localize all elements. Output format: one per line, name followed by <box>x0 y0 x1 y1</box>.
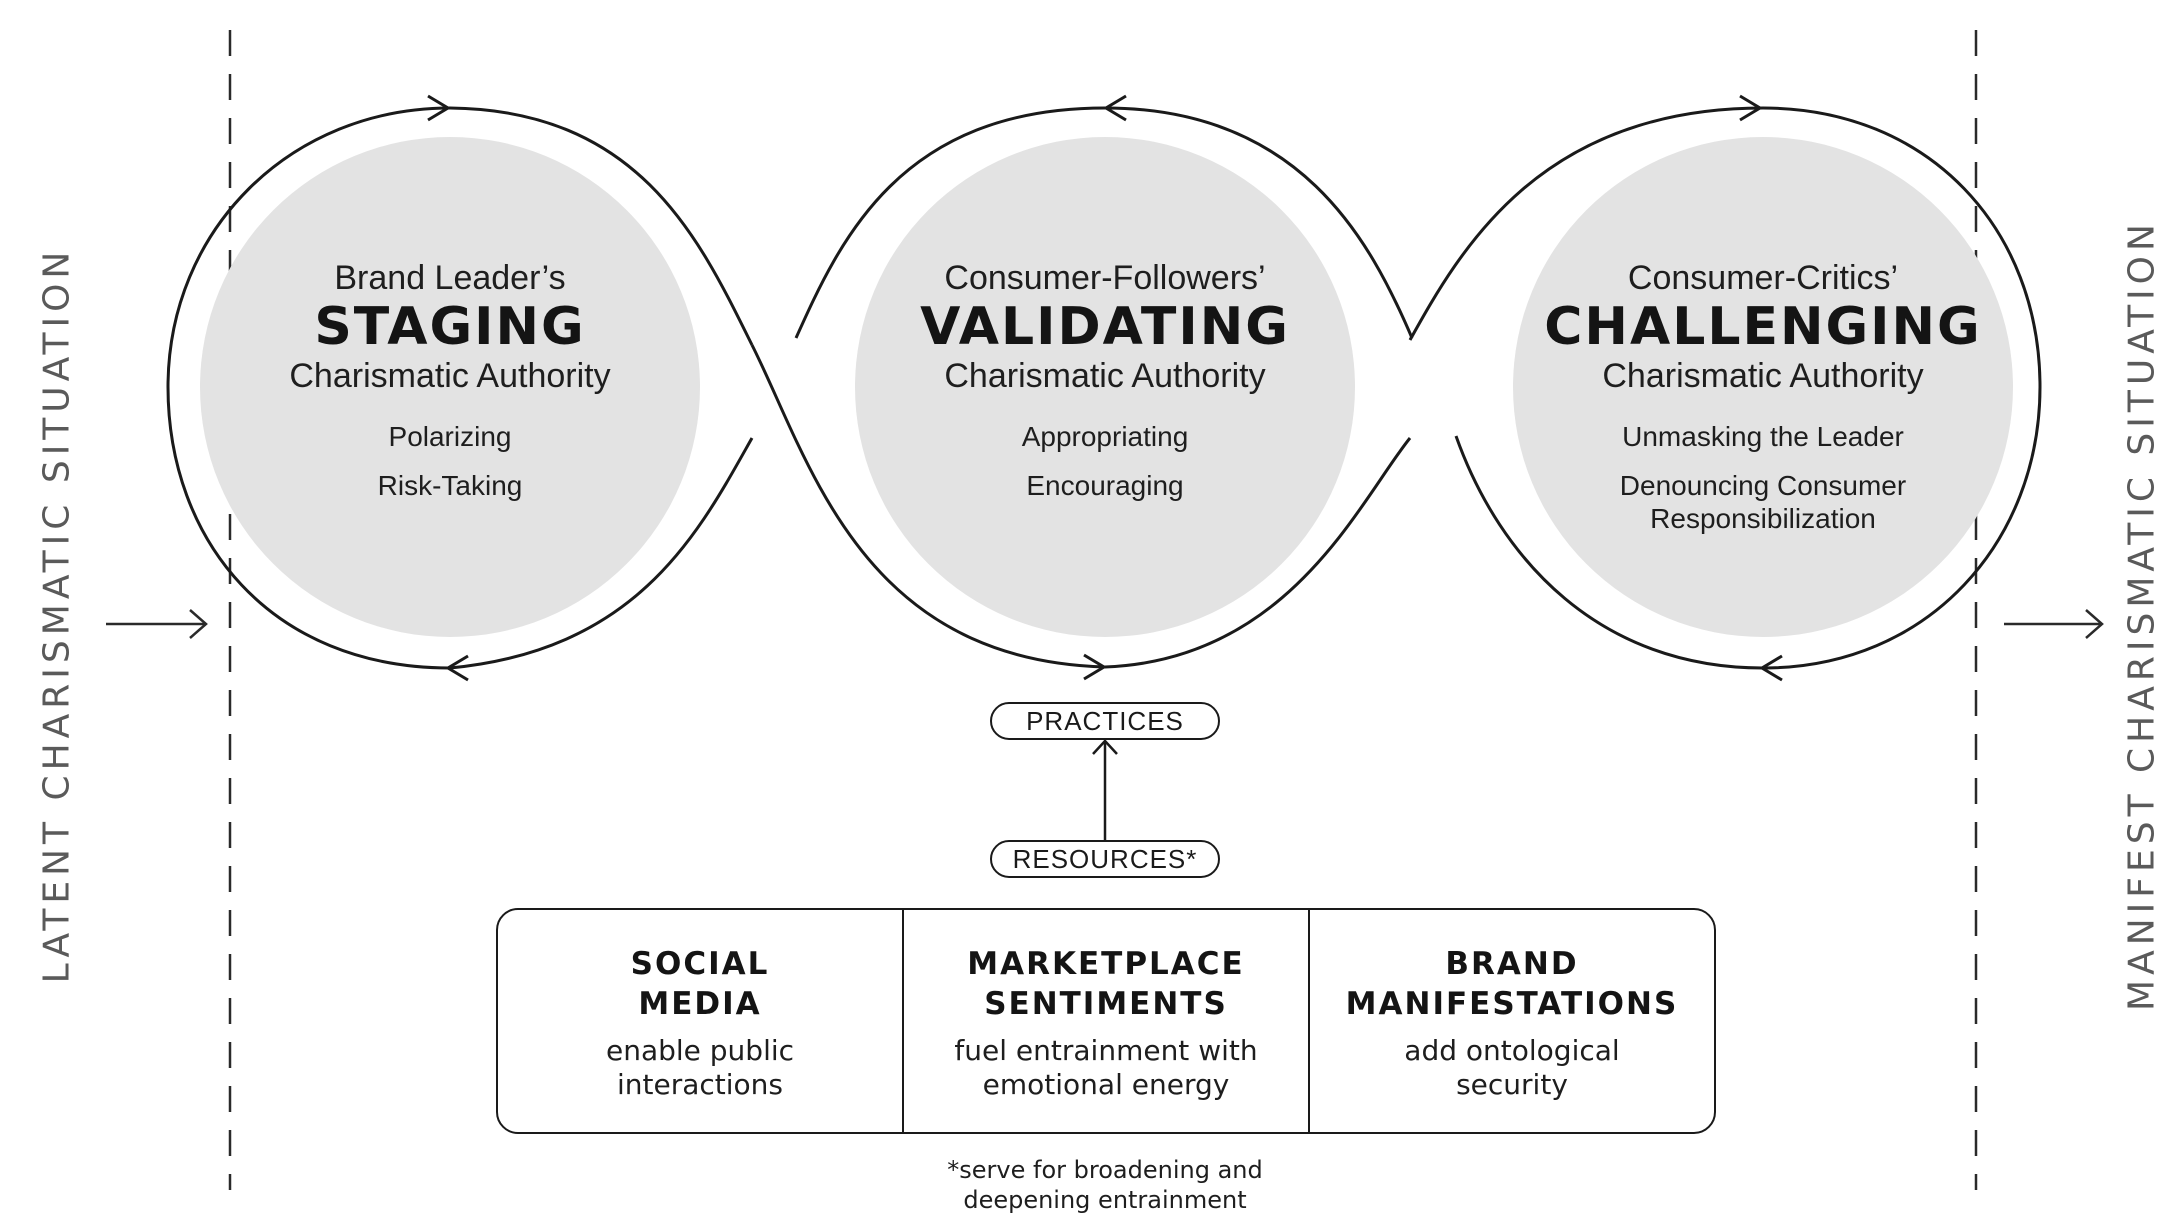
stage-actor: Consumer-Critics’ <box>1627 259 1899 297</box>
resource-cell-marketplace-sentiments: MARKETPLACE SENTIMENTS fuel entrainment … <box>902 910 1308 1132</box>
practices-pill: PRACTICES <box>990 702 1220 740</box>
arrowhead-icon <box>1759 654 1783 682</box>
resources-footnote: *serve for broadening and deepening entr… <box>947 1156 1263 1214</box>
resources-pill: RESOURCES* <box>990 840 1220 878</box>
resource-title: BRAND MANIFESTATIONS <box>1345 946 1679 1022</box>
validating-circle <box>855 137 1355 637</box>
arrowhead-icon <box>1739 94 1763 122</box>
entry-arrow-icon <box>106 609 208 639</box>
resource-cell-brand-manifestations: BRAND MANIFESTATIONS add ontological sec… <box>1308 910 1714 1132</box>
latent-situation-label: LATENT CHARISMATIC SITUATION <box>36 246 78 984</box>
resource-title: MARKETPLACE SENTIMENTS <box>967 946 1245 1022</box>
resource-title: SOCIAL MEDIA <box>630 946 770 1022</box>
stage-practice: Risk-Taking <box>377 470 523 501</box>
stage-subtitle: Charismatic Authority <box>289 357 611 395</box>
resource-description: fuel entrainment with emotional energy <box>954 1034 1258 1101</box>
validating-stage-text: Consumer-Followers’ VALIDATING Charismat… <box>845 258 1365 518</box>
staging-circle <box>200 137 700 637</box>
resources-to-practices-arrow-icon <box>1092 739 1118 840</box>
resource-description: add ontological security <box>1404 1034 1620 1101</box>
resource-cell-social-media: SOCIAL MEDIA enable public interactions <box>498 910 902 1132</box>
stage-practice: Unmasking the Leader <box>1622 421 1904 452</box>
arrowhead-icon <box>445 654 469 682</box>
exit-arrow-icon <box>2004 609 2104 639</box>
stage-subtitle: Charismatic Authority <box>1602 357 1924 395</box>
arrowhead-icon <box>427 94 451 122</box>
resources-table: SOCIAL MEDIA enable public interactions … <box>496 908 1716 1134</box>
challenging-circle <box>1513 137 2013 637</box>
stage-practice: Polarizing <box>388 421 512 452</box>
stage-actor: Brand Leader’s <box>334 259 566 297</box>
arrowhead-icon <box>1083 653 1107 681</box>
stage-practice: Appropriating <box>1021 421 1189 452</box>
stage-title: CHALLENGING <box>1544 297 1982 357</box>
stage-title: VALIDATING <box>920 297 1290 357</box>
challenging-stage-text: Consumer-Critics’ CHALLENGING Charismati… <box>1503 258 2023 551</box>
stage-practice: Encouraging <box>1026 470 1184 501</box>
staging-stage-text: Brand Leader’s STAGING Charismatic Autho… <box>190 258 710 518</box>
stage-title: STAGING <box>314 297 586 357</box>
stage-practice: Denouncing Consumer Responsibilization <box>1619 470 1907 534</box>
stage-subtitle: Charismatic Authority <box>944 357 1266 395</box>
stage-actor: Consumer-Followers’ <box>944 259 1266 297</box>
resource-description: enable public interactions <box>605 1034 795 1101</box>
arrowhead-icon <box>1103 94 1127 122</box>
manifest-situation-label: MANIFEST CHARISMATIC SITUATION <box>2121 219 2163 1011</box>
